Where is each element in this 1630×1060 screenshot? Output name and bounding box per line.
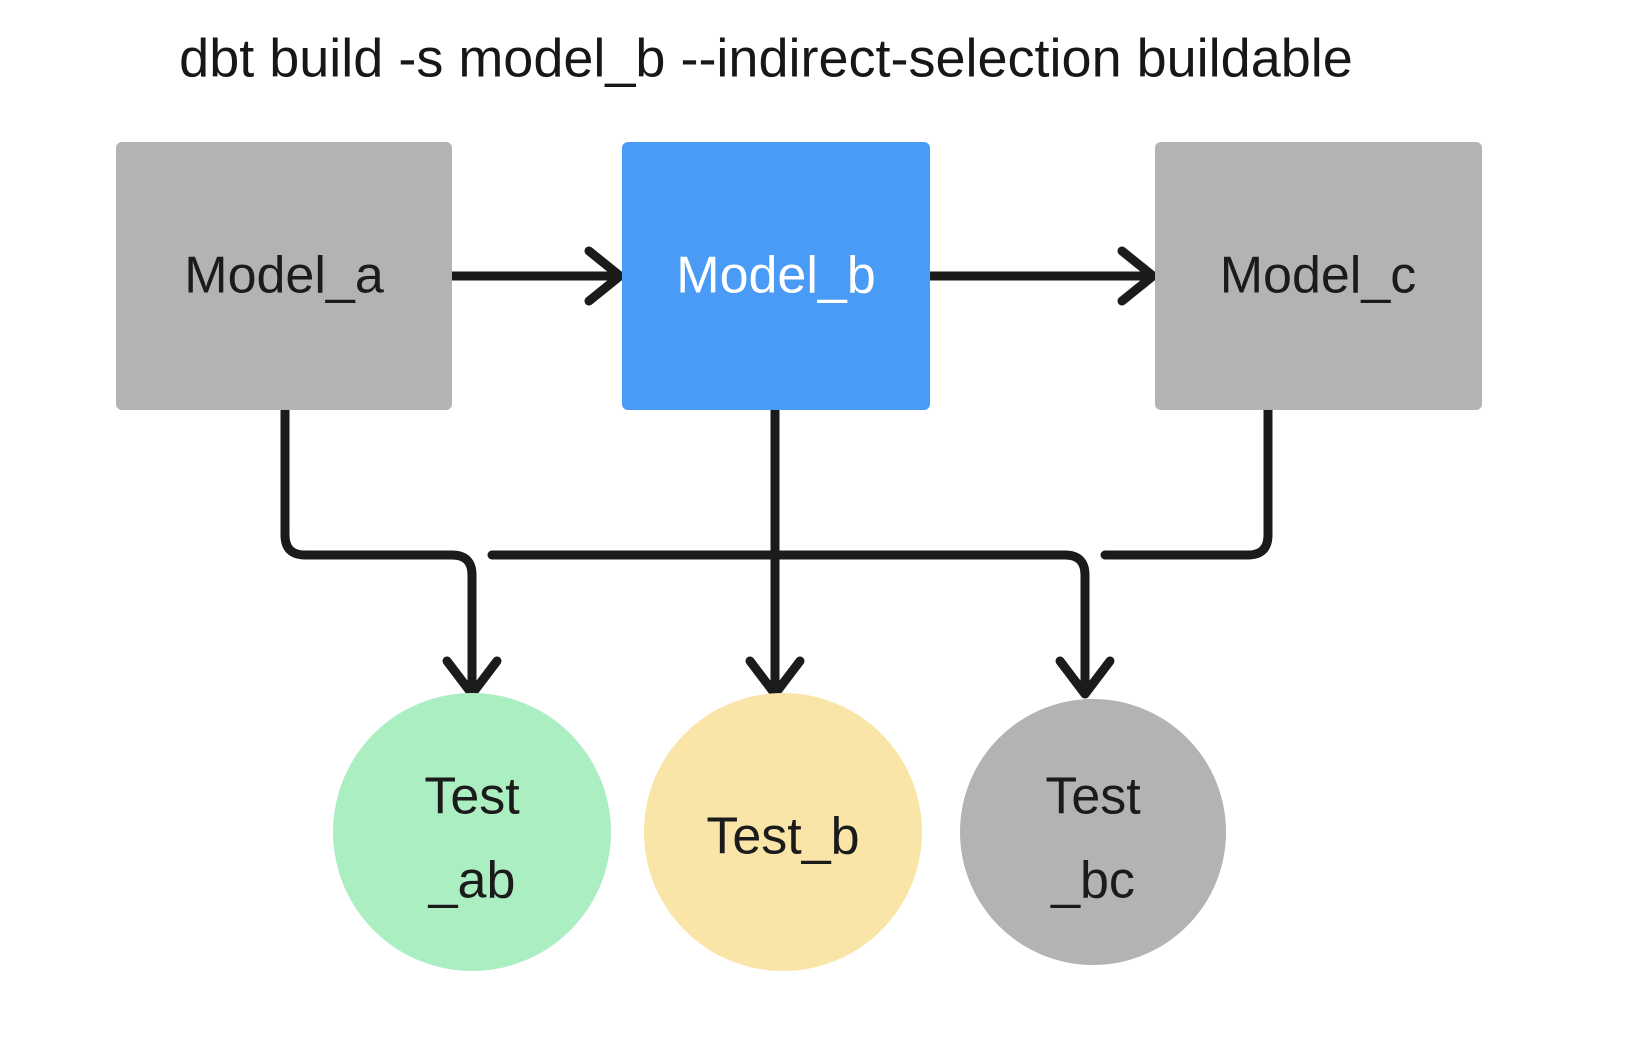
node-model-a[interactable]: Model_a: [116, 142, 452, 410]
node-test-bc-shape[interactable]: [960, 699, 1226, 965]
node-model-c-shape[interactable]: [1155, 142, 1482, 410]
node-model-c-label: Model_c: [1220, 247, 1417, 305]
node-test-bc-label-line1: Test: [1045, 768, 1141, 826]
node-test-bc[interactable]: Test _bc: [960, 699, 1226, 965]
edge-model-b-to-model-c: [925, 246, 1158, 306]
edge-model-b-to-test-bc: [770, 550, 1115, 699]
node-test-b-shape[interactable]: [644, 693, 922, 971]
node-test-b[interactable]: Test_b: [644, 693, 922, 971]
node-model-a-shape[interactable]: [116, 142, 452, 410]
node-test-ab-shape[interactable]: [333, 693, 611, 971]
node-model-b[interactable]: Model_b: [622, 142, 930, 410]
diagram-title: dbt build -s model_b --indirect-selectio…: [179, 28, 1353, 88]
edge-model-c-to-test-bc: [1100, 405, 1273, 560]
node-test-ab-label-line1: Test: [424, 768, 520, 826]
node-test-ab-label-line2: _ab: [428, 852, 516, 910]
edge-model-a-to-model-b: [447, 246, 625, 306]
node-test-bc-label-line2: _bc: [1050, 852, 1135, 910]
node-model-b-shape[interactable]: [622, 142, 930, 410]
node-model-a-label: Model_a: [184, 247, 384, 305]
node-test-ab[interactable]: Test _ab: [333, 693, 611, 971]
node-model-c[interactable]: Model_c: [1155, 142, 1482, 410]
node-layer: Model_a Model_b Model_c Test _ab Tes: [116, 142, 1482, 971]
node-model-b-label: Model_b: [676, 247, 875, 305]
edge-model-a-to-test-ab: [280, 405, 502, 699]
node-test-b-label-line1: Test_b: [706, 808, 859, 866]
